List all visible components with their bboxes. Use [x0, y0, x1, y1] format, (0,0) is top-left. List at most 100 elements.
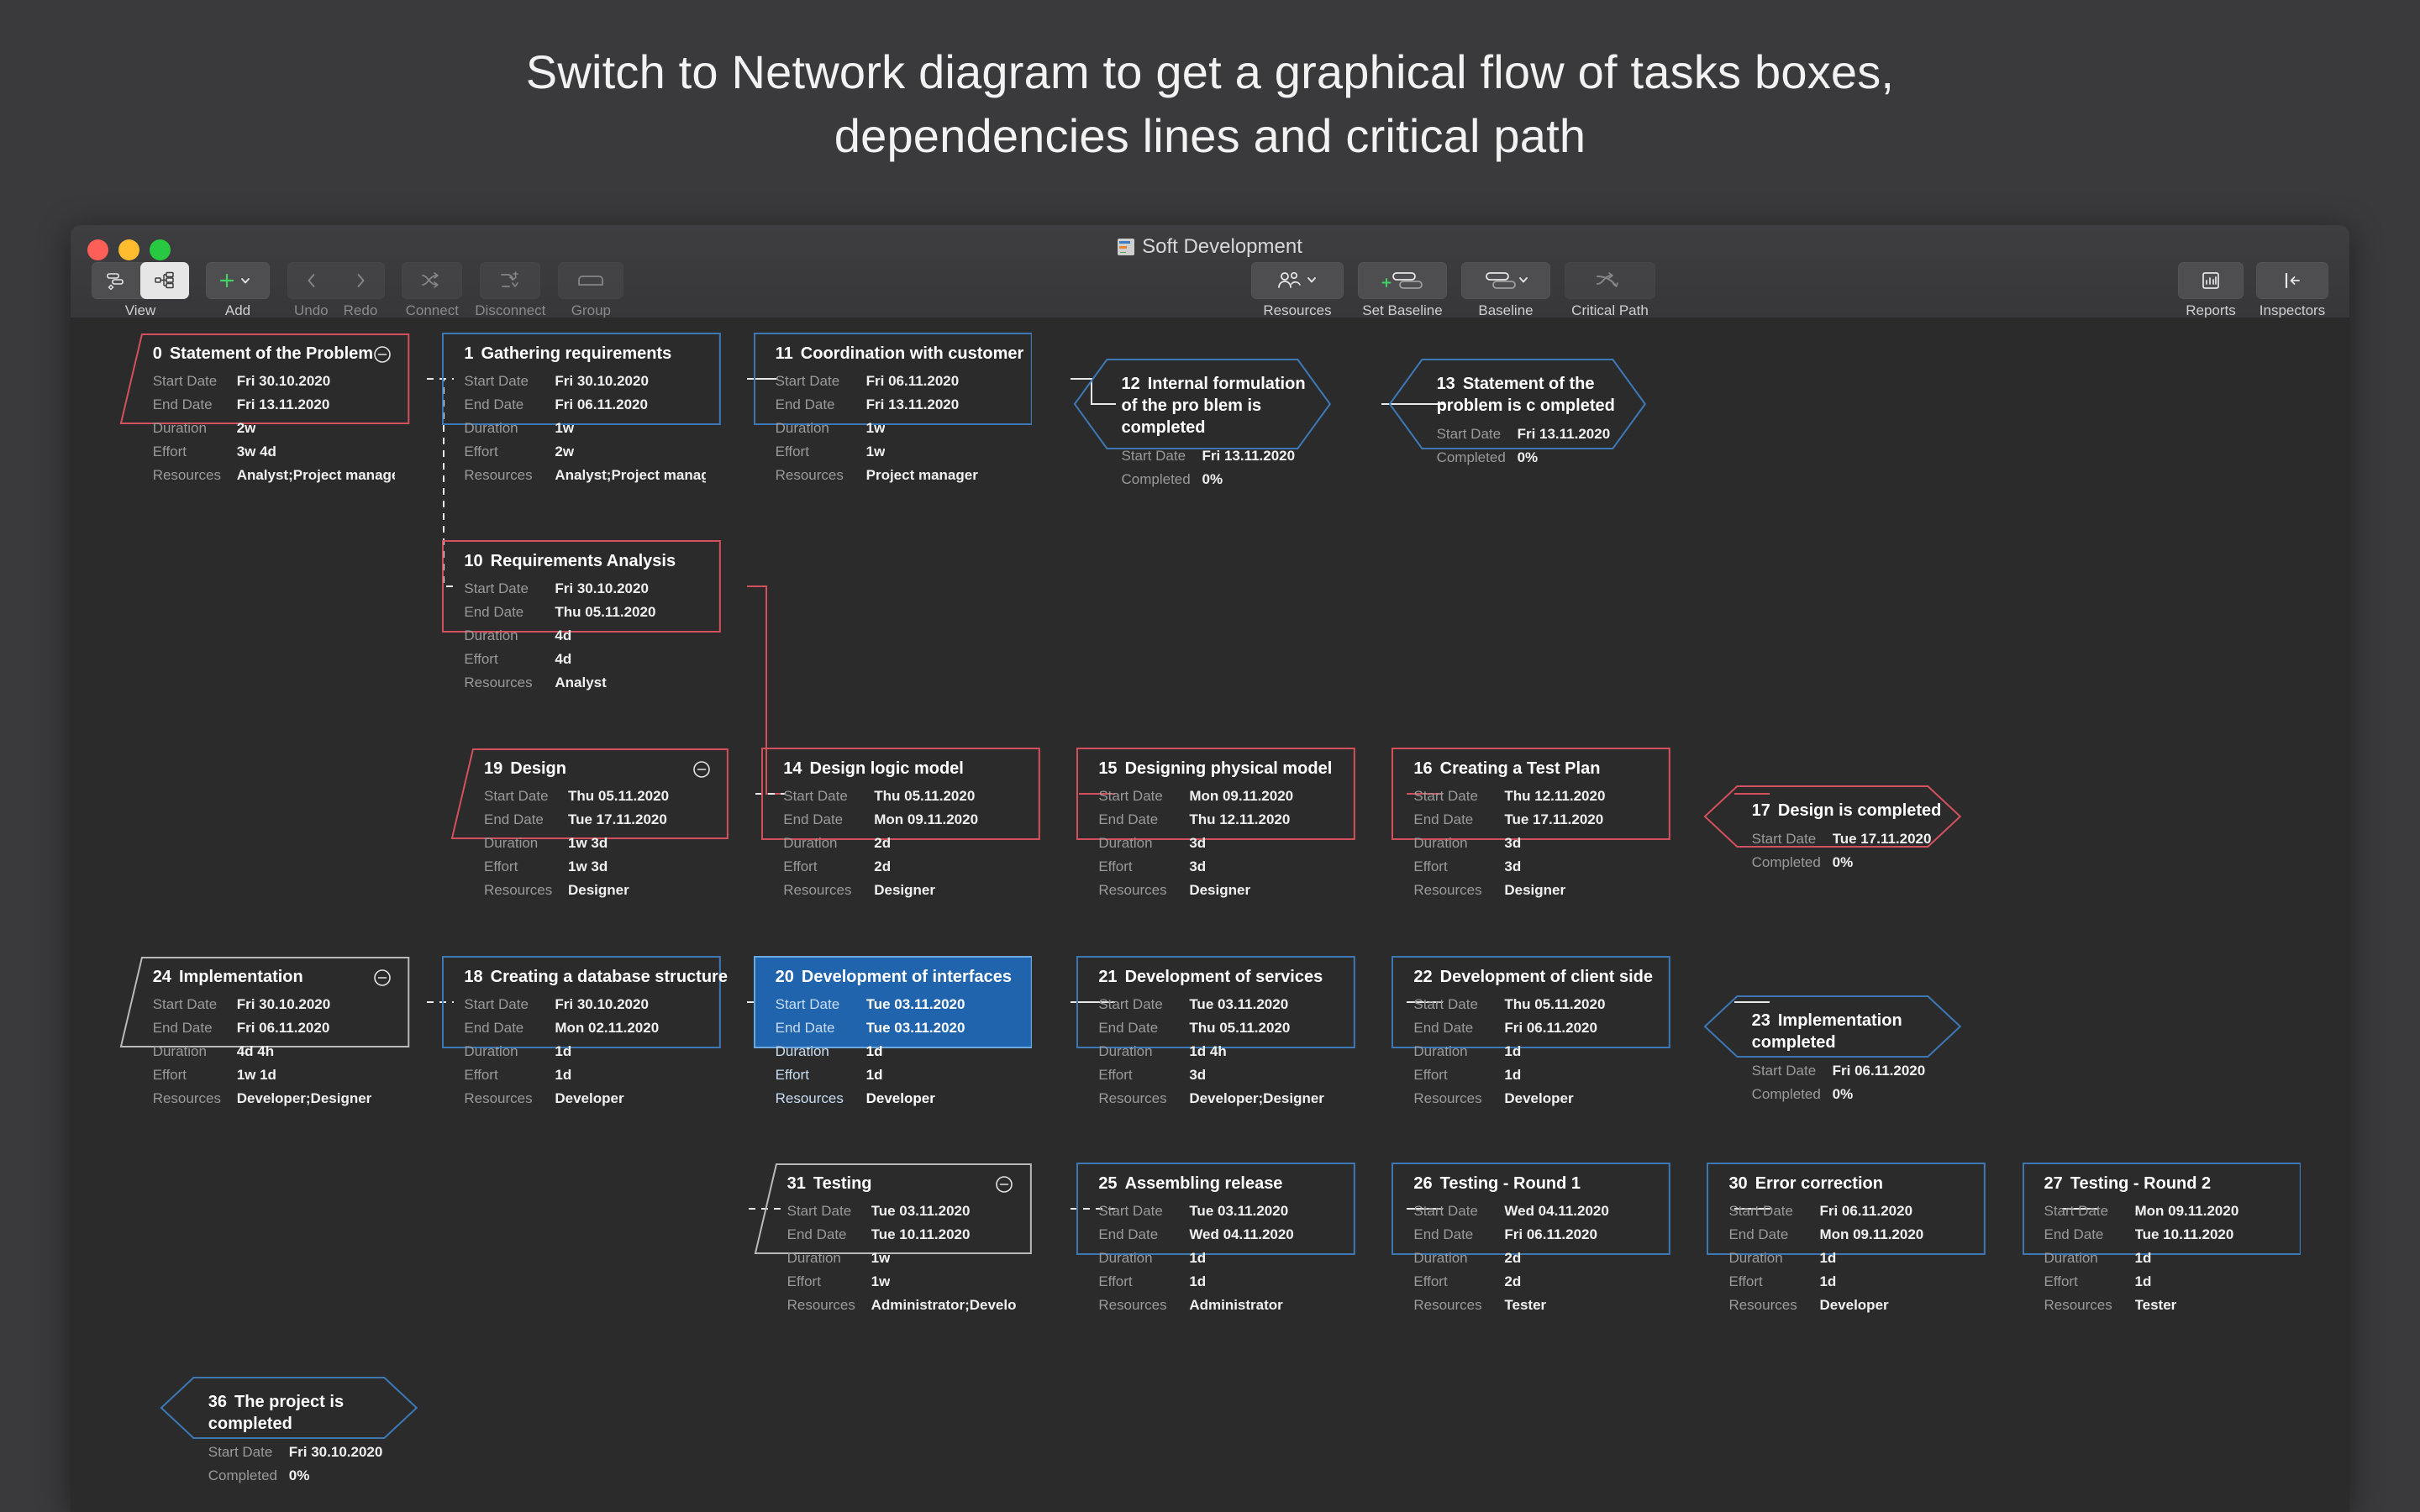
resources-label: Resources	[2044, 1297, 2112, 1313]
connect-button[interactable]	[402, 262, 463, 299]
effort-value: 3d	[1189, 1067, 1207, 1083]
toolbar-right: Reports Inspectors	[2174, 262, 2333, 319]
maximize-button[interactable]	[150, 239, 171, 260]
start-date-row: Start Date Tue 03.11.2020	[787, 1203, 1018, 1219]
undo-redo-segmented-control[interactable]	[287, 262, 385, 299]
end-date-row: End Date Mon 09.11.2020	[1728, 1226, 1970, 1242]
resources-value: Administrator;Developer...	[871, 1297, 1018, 1313]
toolbar-critical-path[interactable]: Critical Path	[1565, 262, 1655, 319]
start-date-row: Start Date Wed 04.11.2020	[1413, 1203, 1655, 1219]
collapse-icon[interactable]	[692, 760, 711, 779]
resources-button[interactable]	[1251, 262, 1344, 299]
duration-value: 2d	[1504, 1250, 1522, 1266]
resources-value: Developer	[1504, 1090, 1574, 1106]
resources-label: Resources	[1098, 1297, 1167, 1313]
toolbar-inspectors[interactable]: Inspectors	[2256, 262, 2328, 319]
start-date-row: Start Date Fri 30.10.2020	[464, 580, 706, 596]
start-date-value: Fri 30.10.2020	[288, 1444, 383, 1460]
task-node-id: 27	[2044, 1174, 2063, 1193]
resources-value: Developer;Designer	[236, 1090, 372, 1106]
toolbar-set-baseline[interactable]: Set Baseline	[1358, 262, 1447, 319]
resources-value: Developer	[865, 1090, 935, 1106]
toolbar-add[interactable]: Add	[206, 262, 270, 319]
end-date-label: End Date	[1728, 1226, 1789, 1242]
redo-icon[interactable]	[336, 262, 385, 299]
inspectors-label: Inspectors	[2259, 302, 2326, 318]
reports-button[interactable]	[2178, 262, 2244, 299]
resources-label: Resources	[484, 882, 553, 898]
toolbar-undo-redo[interactable]: Undo Redo	[287, 262, 385, 319]
effort-value: 4d	[555, 651, 572, 667]
set-baseline-button[interactable]	[1358, 262, 1447, 299]
duration-row: Duration 1w	[464, 420, 706, 436]
duration-label: Duration	[786, 1250, 841, 1266]
effort-label: Effort	[464, 651, 498, 667]
start-date-label: Start Date	[1121, 448, 1186, 464]
minimize-button[interactable]	[118, 239, 139, 260]
end-date-value: Thu 05.11.2020	[1189, 1020, 1291, 1036]
duration-row: Duration 1d	[1098, 1250, 1340, 1266]
end-date-row: End Date Fri 06.11.2020	[153, 1020, 395, 1036]
toolbar-resources[interactable]: Resources	[1251, 262, 1344, 319]
start-date-row: Start Date Fri 13.11.2020	[1122, 448, 1323, 464]
collapse-icon[interactable]	[373, 969, 392, 987]
toolbar-view[interactable]: View	[92, 262, 189, 319]
redo-label: Redo	[343, 302, 378, 318]
baseline-button[interactable]	[1461, 262, 1550, 299]
task-node-id: 18	[464, 968, 483, 986]
task-node-id: 24	[152, 968, 171, 986]
task-node-id: 13	[1436, 375, 1455, 393]
undo-icon[interactable]	[287, 262, 336, 299]
effort-row: Effort 2w	[464, 444, 706, 459]
end-date-row: End Date Mon 09.11.2020	[783, 811, 1025, 827]
end-date-label: End Date	[1098, 811, 1159, 827]
toolbar-group[interactable]: Group	[558, 262, 624, 319]
toolbar-disconnect[interactable]: Disconnect	[475, 262, 545, 319]
gantt-view-icon[interactable]	[92, 262, 140, 299]
toolbar-reports[interactable]: Reports	[2178, 262, 2244, 319]
task-node-id: 10	[464, 552, 483, 570]
end-date-label: End Date	[1413, 811, 1474, 827]
view-segmented-control[interactable]	[92, 262, 189, 299]
disconnect-button[interactable]	[480, 262, 541, 299]
inspectors-button[interactable]	[2256, 262, 2328, 299]
effort-value: 1w	[865, 444, 886, 459]
resources-value: Developer	[1819, 1297, 1889, 1313]
toolbar-connect[interactable]: Connect	[402, 262, 463, 319]
group-button[interactable]	[558, 262, 624, 299]
collapse-icon[interactable]	[995, 1175, 1013, 1194]
add-button[interactable]	[206, 262, 270, 299]
duration-row: Duration 3d	[1098, 835, 1340, 851]
toolbar-baseline[interactable]: Baseline	[1461, 262, 1550, 319]
network-view-icon[interactable]	[140, 262, 189, 299]
close-button[interactable]	[87, 239, 108, 260]
critical-path-button[interactable]	[1565, 262, 1655, 299]
collapse-icon[interactable]	[373, 345, 392, 364]
